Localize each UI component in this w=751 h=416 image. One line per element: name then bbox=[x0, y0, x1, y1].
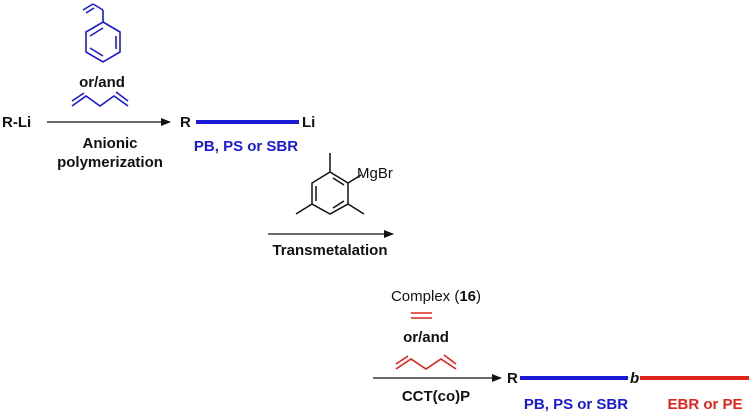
ethylene-structure bbox=[411, 312, 432, 319]
block-1-label: PB, PS or SBR bbox=[523, 396, 629, 413]
butadiene-structure-2 bbox=[395, 354, 457, 370]
or-and-label-1: or/and bbox=[79, 74, 125, 91]
butadiene-structure-1 bbox=[71, 91, 129, 107]
block-2-label: EBR or PE bbox=[667, 396, 743, 413]
complex-16-label: Complex (16) bbox=[390, 288, 482, 305]
mesityl-mgbr-structure bbox=[295, 153, 365, 215]
styrene-structure bbox=[82, 3, 121, 63]
product-1-r: R bbox=[180, 114, 191, 131]
block-junction-b: b bbox=[630, 370, 640, 387]
product-2-r: R bbox=[507, 370, 518, 387]
mgbr-label: MgBr bbox=[357, 165, 393, 182]
reagent-rli: R-Li bbox=[2, 114, 32, 131]
condition-transmetalation: Transmetalation bbox=[272, 242, 388, 259]
condition-cctcop: CCT(co)P bbox=[401, 388, 471, 405]
product-1-li: Li bbox=[302, 114, 316, 131]
or-and-label-2: or/and bbox=[403, 329, 449, 346]
product-1-label: PB, PS or SBR bbox=[193, 138, 299, 155]
condition-anionic: Anionic bbox=[82, 135, 138, 152]
condition-polymerization: polymerization bbox=[57, 154, 163, 171]
